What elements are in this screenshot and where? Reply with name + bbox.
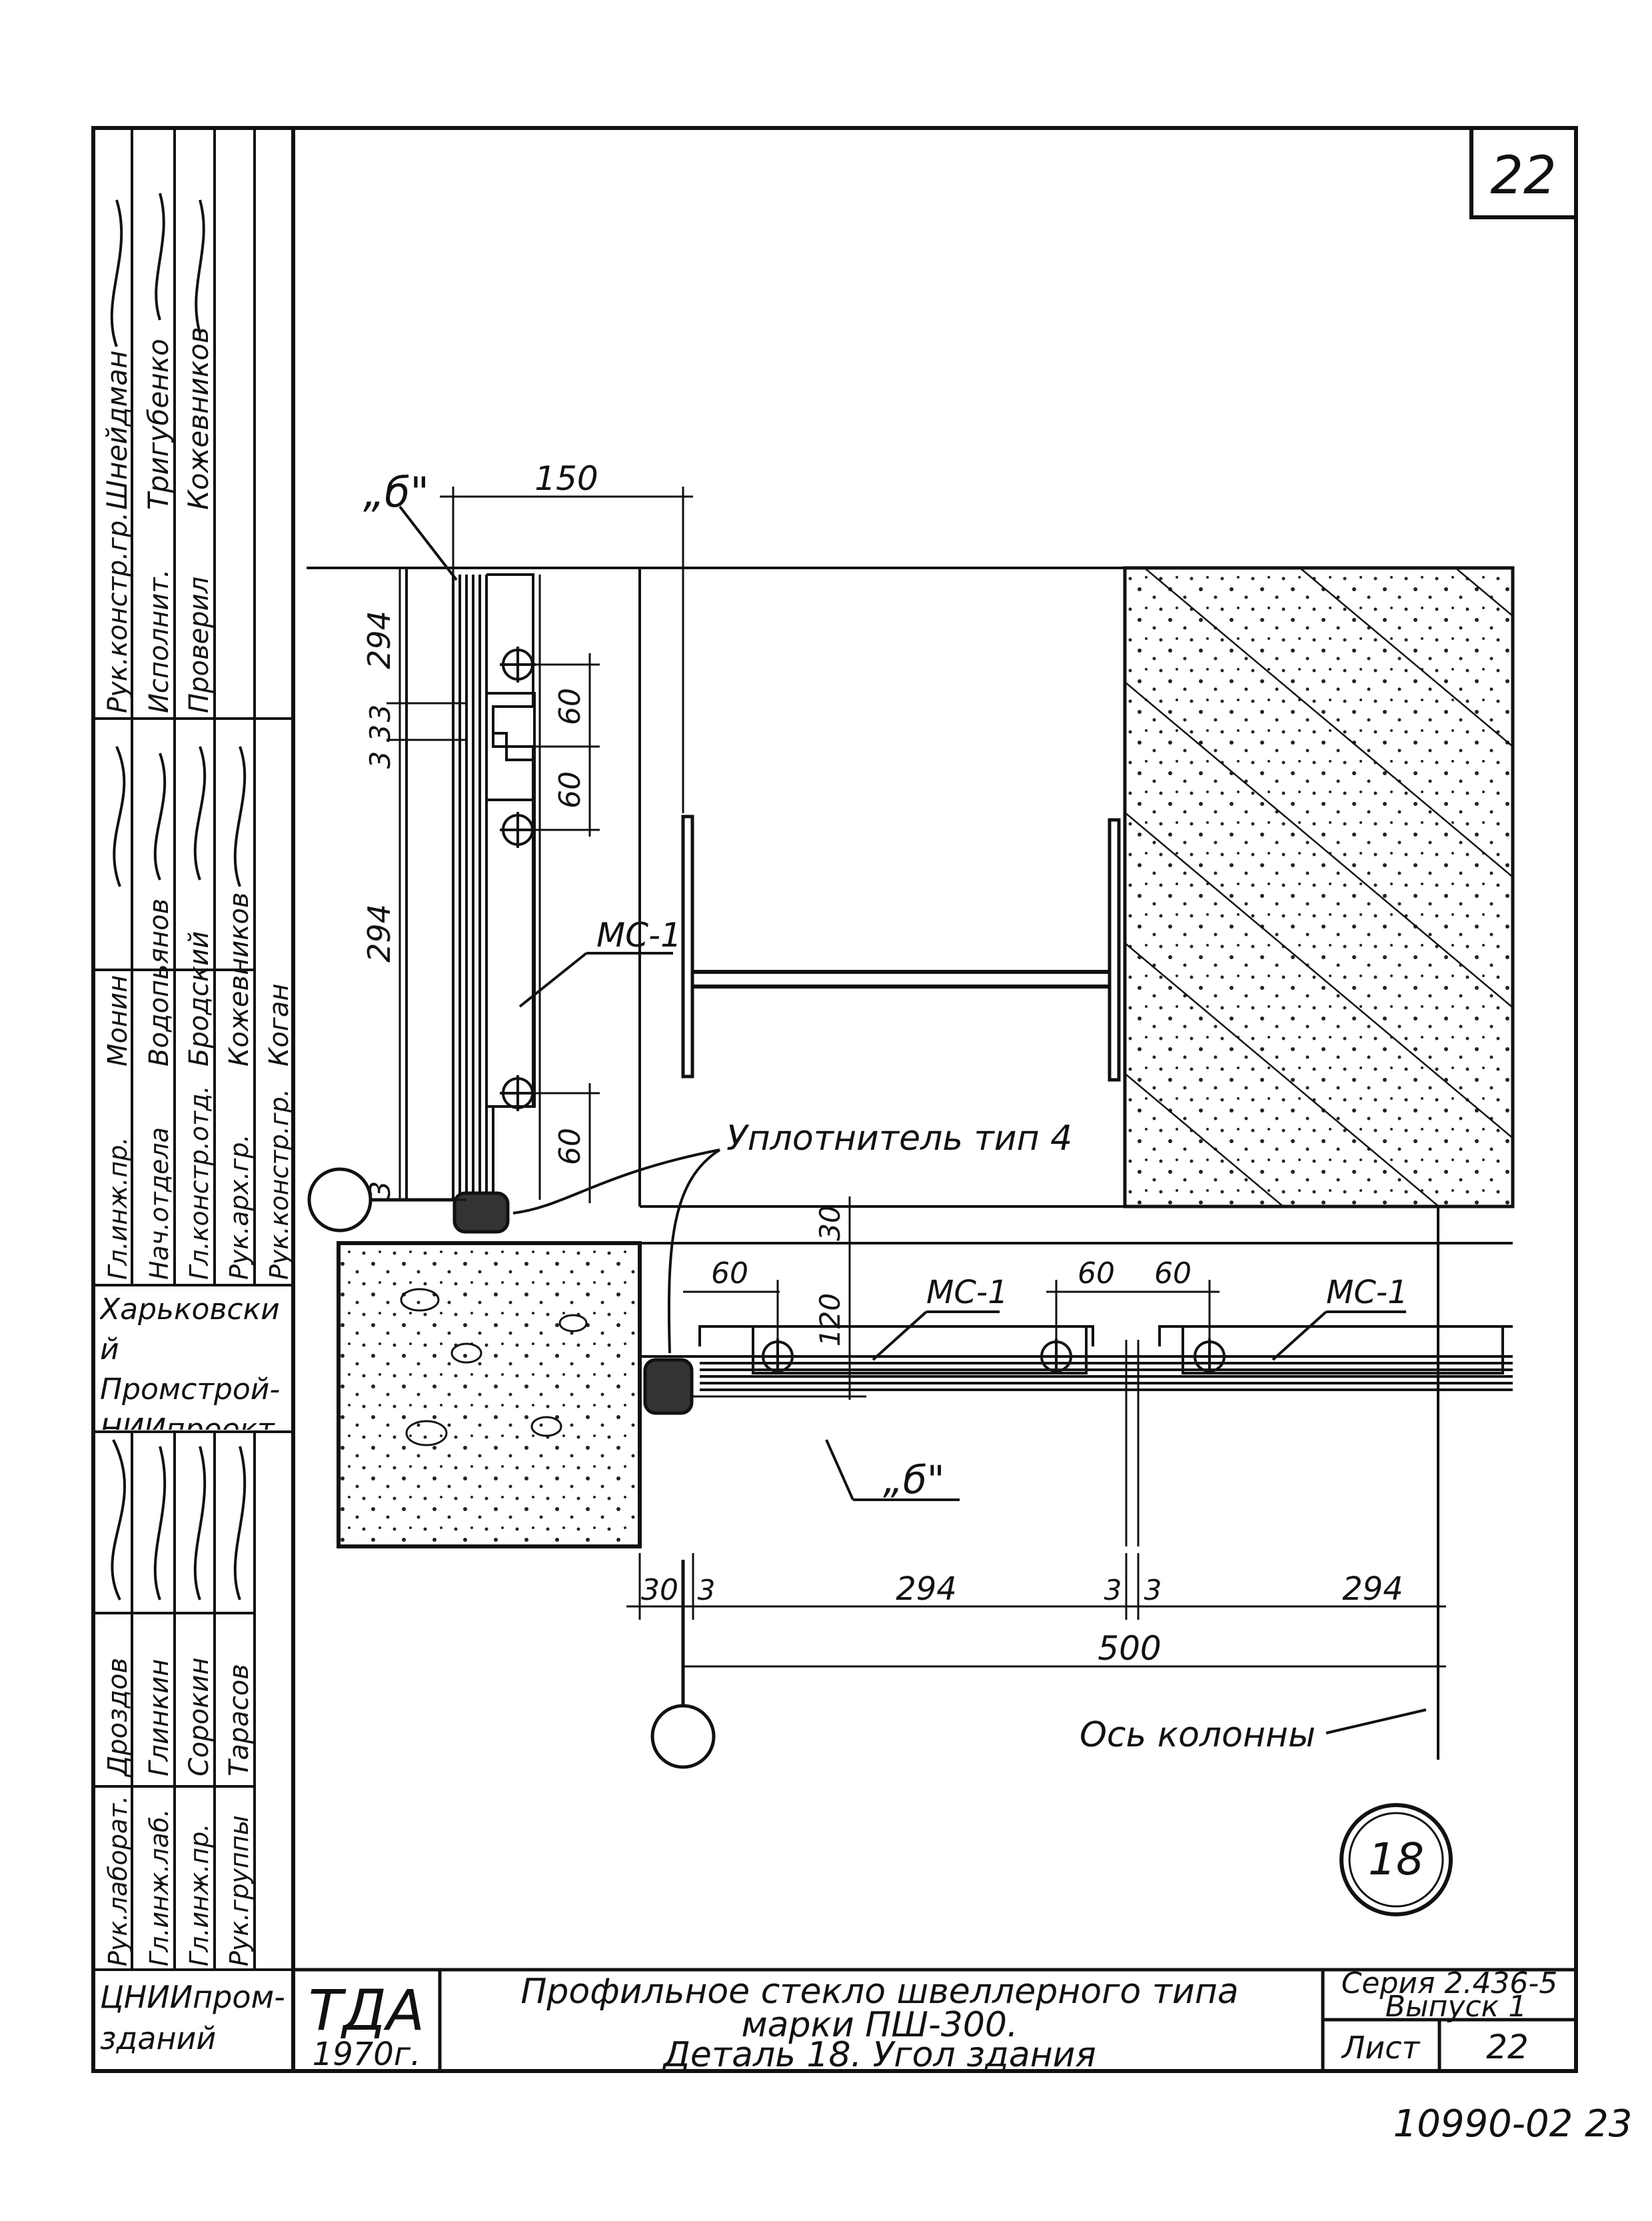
org-code: ТДА <box>309 1978 424 2043</box>
label-ms1-h-right: МС-1 <box>1326 1274 1408 1311</box>
left-stamp <box>93 128 293 1971</box>
stamp-name: Тригубенко <box>142 339 175 510</box>
wall-panel <box>337 1241 642 1548</box>
bolts-vertical <box>500 647 536 1111</box>
dim-3-b: 3 <box>364 725 397 743</box>
issue: Выпуск 1 <box>1385 1990 1527 2024</box>
stamp-role: Проверил <box>184 577 215 713</box>
label-sealant: Уплотнитель тип 4 <box>726 1118 1072 1158</box>
stamp-name: Кожевников <box>224 893 255 1067</box>
dim-60-1: 60 <box>553 688 587 725</box>
stamp-name: Шнейдман <box>101 351 133 510</box>
dim-60-h1: 60 <box>711 1256 748 1290</box>
sealant <box>452 1191 694 1415</box>
stamp-role: Гл.инж.лаб. <box>145 1809 174 1966</box>
dim-3-b2: 3 <box>1104 1574 1122 1606</box>
dim-60-h2: 60 <box>1078 1256 1115 1290</box>
bottom-code: 10990-02 23 <box>1393 2102 1633 2146</box>
stamp-role: Гл.инж.пр. <box>185 1824 214 1966</box>
dim-3-c: 3 <box>364 751 397 769</box>
dim-294-mid: 294 <box>361 904 397 963</box>
stamp-role: Гл.констр.отд. <box>185 1085 214 1280</box>
stamp-name: Водопьянов <box>144 899 175 1067</box>
org-name: ЦНИИпром-зданий <box>100 1979 285 2056</box>
detail-drawing: 18 <box>307 459 1515 1916</box>
stamp-role: Рук.констр.гр. <box>103 512 133 713</box>
dim-60-2: 60 <box>553 771 587 809</box>
label-b-top: „б" <box>363 468 429 517</box>
stamp-name: Монин <box>103 975 133 1067</box>
dim-60-3: 60 <box>553 1128 587 1165</box>
page-number: 22 <box>1490 146 1556 206</box>
dim-294-b2: 294 <box>1342 1570 1403 1608</box>
stamp-role: Исполнит. <box>144 569 175 713</box>
dim-150: 150 <box>534 459 598 498</box>
drawing-title-line3: Деталь 18. Угол здания <box>662 2035 1096 2075</box>
bolts-horizontal <box>760 1338 1228 1374</box>
dim-3-b1: 3 <box>698 1574 716 1606</box>
series: Серия 2.436-5 <box>1341 1966 1558 2000</box>
sheet-number: 22 <box>1486 2028 1529 2066</box>
leaders <box>399 505 1406 1501</box>
stamp-middle-block: Гл.инж.пр. Нач.отдела Гл.констр.отд. Рук… <box>103 746 295 1280</box>
stamp-name: Коган <box>264 983 295 1067</box>
label-b-bottom: „б" <box>883 1457 945 1502</box>
column-axis <box>1325 1206 1439 1760</box>
detail-number: 18 <box>1368 1834 1424 1885</box>
dim-500: 500 <box>1098 1629 1161 1668</box>
stamp-role: Гл.инж.пр. <box>103 1137 133 1280</box>
signature <box>113 746 247 887</box>
title-block <box>293 1968 1576 2071</box>
glass-profile-horizontal <box>698 1325 1513 1546</box>
sheet-label: Лист <box>1341 2030 1421 2066</box>
glass-profile-vertical <box>452 573 541 1200</box>
detail-number-marker: 18 <box>1339 1803 1453 1916</box>
stamp-upper-block: Рук.констр.гр. Исполнит. Проверил Шнейдм… <box>101 193 215 713</box>
stamp-institute: Харьковский Промстрой-НИИпроект <box>100 1292 281 1430</box>
page-number-box: 22 <box>1469 126 1578 219</box>
dim-3-bottom: 3 <box>364 1181 397 1199</box>
stamp-role: Рук.констр.гр. <box>265 1089 294 1280</box>
stamp-name: Кожевников <box>182 327 215 510</box>
stamp-name: Дроздов <box>103 1658 133 1778</box>
dim-60-h3: 60 <box>1154 1256 1192 1290</box>
stamp-org: ЦНИИпром-зданий <box>100 1979 285 2056</box>
dim-3-a: 3 <box>364 705 397 723</box>
institute-name: Харьковский Промстрой-НИИпроект <box>100 1292 281 1430</box>
signature <box>110 193 205 347</box>
dimension-lines <box>387 487 1446 1668</box>
stamp-name: Тарасов <box>224 1664 255 1776</box>
label-ms1-vertical: МС-1 <box>596 916 682 955</box>
stamp-role: Нач.отдела <box>145 1127 174 1280</box>
dim-30-b: 30 <box>641 1573 678 1607</box>
signature <box>111 1439 247 1600</box>
dim-120-v: 120 <box>814 1293 846 1346</box>
dim-294-top: 294 <box>361 611 397 669</box>
stamp-name: Сорокин <box>184 1657 215 1776</box>
drawing-title-line1: Профильное стекло швеллерного типа <box>520 1972 1238 2012</box>
concrete-column <box>1123 566 1515 1208</box>
stamp-lower-block: Рук.лаборат. Гл.инж.лаб. Гл.инж.пр. Рук.… <box>103 1439 255 1966</box>
year: 1970г. <box>313 2036 421 2073</box>
steel-beam <box>681 815 1121 1082</box>
dim-30-v: 30 <box>814 1205 846 1240</box>
label-ms1-h-left: МС-1 <box>926 1274 1008 1311</box>
stamp-role: Рук.группы <box>225 1815 254 1966</box>
label-column-axis: Ось колонны <box>1080 1715 1315 1755</box>
dim-3-b3: 3 <box>1144 1574 1162 1606</box>
stamp-role: Рук.арх.гр. <box>225 1134 254 1280</box>
stamp-role: Рук.лаборат. <box>103 1796 133 1966</box>
dim-294-b1: 294 <box>896 1570 957 1608</box>
stamp-name: Глинкин <box>144 1659 175 1776</box>
drawing-title-line2: марки ПШ-300. <box>741 2005 1018 2045</box>
sheet-frame <box>91 126 1578 2073</box>
stamp-name: Бродский <box>184 931 215 1067</box>
